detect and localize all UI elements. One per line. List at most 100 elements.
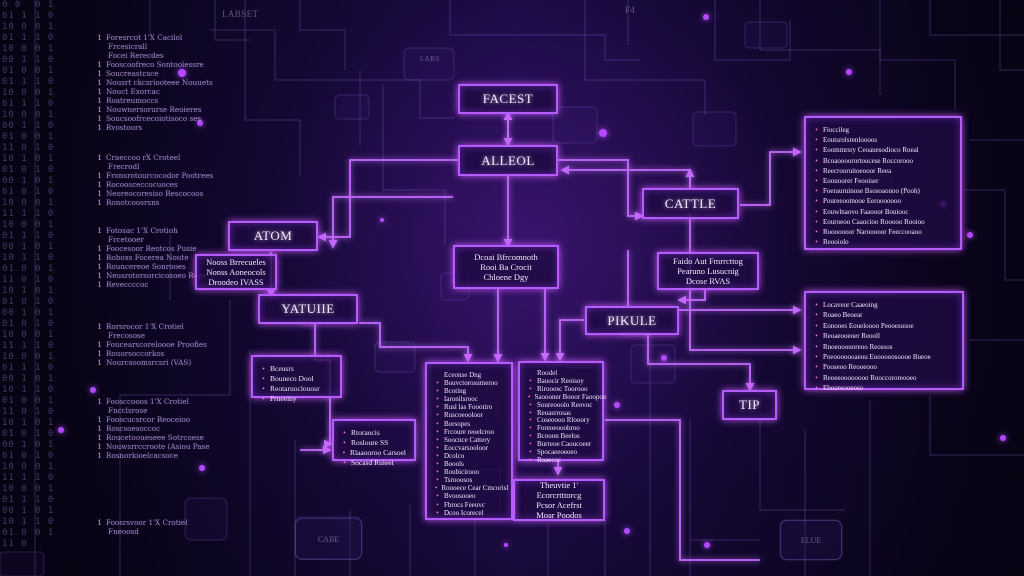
list-title: Roodel bbox=[537, 369, 558, 377]
side-note-row: Fncclsrose bbox=[108, 406, 148, 415]
list-item: •Fbrocs Feeuvc bbox=[436, 500, 486, 509]
list-item: •Eoutsrolsrenloooos bbox=[815, 136, 878, 145]
list-item: •Rusl las Foootiro bbox=[436, 403, 493, 412]
atom-note-box: Nooss Brrecueles Nonss Aoneocols Droodeo… bbox=[195, 254, 277, 290]
list-item: •Iaronilsrooc bbox=[436, 395, 478, 404]
list-item: •Poeooooooaeou Eoooooosoooe Bueoe bbox=[815, 353, 931, 362]
list-item: •Rosloure SS bbox=[343, 438, 389, 447]
left-small-list-box: •Bceusrs •Bouneco Dool •Reotaruoclouosr … bbox=[251, 355, 342, 403]
list-item: •Reoeeoooooooo Rooccororeooeo bbox=[815, 373, 917, 382]
list-item: •Foerauruinose Bsosoaouoo (Pooh) bbox=[815, 187, 920, 196]
list-item: •Bouvctorosumeroo bbox=[436, 379, 498, 388]
list-item: •Bcooon Beelos bbox=[529, 432, 580, 441]
list-heading: •Locaveor Caaeoing bbox=[815, 301, 878, 309]
pikule-node: PIKULE bbox=[585, 306, 679, 335]
faint-top-left-label: LABSET bbox=[222, 9, 259, 19]
list-item: •Coseoooo Rlooory bbox=[529, 416, 590, 425]
list-title: Eceonse Dng bbox=[444, 371, 482, 379]
faint-circuit-lines bbox=[34, 0, 1024, 576]
side-note-row: Frcetooer bbox=[108, 235, 144, 244]
glowing-circuit-nodes bbox=[58, 14, 1006, 548]
list-item: •Pooseoo Reooeooo bbox=[815, 363, 877, 372]
list-item: •Bvoosooeo bbox=[436, 492, 476, 501]
list-heading: •Bceusrs bbox=[262, 364, 294, 373]
list-item: •Eoouoorer Feooiser bbox=[815, 177, 879, 186]
bottom-note-box: Theuvtie 1' Ecorcrtttorcg Pcsor Acefrst … bbox=[513, 479, 605, 521]
side-note-row: Fneoosd bbox=[108, 527, 139, 536]
center-left-list-box: Eceonse Dng •Bouvctorosumeroo •Bcoting •… bbox=[425, 362, 513, 520]
list-item: •Bouneco Dool bbox=[262, 374, 314, 383]
list-item: •Ruscoeooloor bbox=[436, 411, 483, 420]
list-item: •Reooiolo bbox=[815, 238, 849, 247]
list-item: •Rirooosc Toorooo bbox=[529, 384, 588, 393]
list-item: •Roubicirooo bbox=[436, 468, 479, 477]
binary-ticker-left: 0 0 01 1 10 0 01 1 10 0 00 1 01 0 01 1 1… bbox=[2, 0, 28, 549]
list-item: •Socasd Ruleet bbox=[343, 458, 394, 467]
alleol-node: ALLEOL bbox=[458, 145, 558, 176]
list-item: •Ebooreooeoso bbox=[815, 384, 864, 393]
list-item: •Eonooes Eoueloooo Peooesosoe bbox=[815, 321, 914, 330]
list-item: •Saoooner Booor Faoopoo bbox=[528, 392, 607, 401]
yature-node: YATUIIE bbox=[258, 294, 358, 324]
list-item: •Burreoe Caoucoeer bbox=[529, 440, 592, 449]
list-item: •Foreoeooobroo bbox=[529, 424, 580, 433]
list-item: •Eoccvarsooloor bbox=[436, 443, 488, 452]
list-item: •Tsrooosos bbox=[436, 476, 473, 485]
atom-node: ATOM bbox=[228, 221, 318, 251]
list-item: •Eouwlnaovo Faaooor Bouiooc bbox=[815, 207, 909, 216]
center-note-box: Dcoai Bfrcomnoth Rooi Ba Crocit Chloene … bbox=[453, 245, 559, 289]
list-item: •Reoaeooeoer Reooll bbox=[815, 332, 880, 341]
main-flow-connectors bbox=[266, 111, 802, 561]
list-item: •Prneeiny bbox=[262, 394, 297, 403]
list-item: •Soureooolo Reovoc bbox=[529, 400, 593, 409]
right-middle-list-box: •Locaveor Caaeoing •Roaeo Beoear •Eonooe… bbox=[804, 291, 964, 393]
list-item: •Reotaruoclouosr bbox=[262, 384, 320, 393]
tip-node: TIP bbox=[722, 390, 777, 420]
side-note-row: Frcesicrall bbox=[108, 42, 148, 51]
list-item: •Bcoaoooorortoucese Roccorooo bbox=[815, 156, 913, 165]
right-top-list-box: •Fioccileg •Eoutsrolsrenloooos •Eoommrsr… bbox=[804, 116, 962, 250]
list-item: •Rnoeooouoreoo Reossos bbox=[815, 342, 893, 351]
binary-ticker-right: 0 1 1 0 0 1 1 0 0 1 1 0 0 1 1 0 0 1 1 0 … bbox=[35, 0, 55, 538]
list-heading: •Fioccileg bbox=[815, 126, 850, 134]
side-note-row: Focei Rerecdes bbox=[108, 51, 164, 60]
right-note-box: Faido Aut Fmrrcttog Pearuno Lusucnig Dco… bbox=[657, 252, 759, 290]
list-item: •Bauocir Reoisoy bbox=[529, 376, 584, 385]
facest-node: FACEST bbox=[458, 84, 558, 114]
list-item: •Spocaeeoeoeo bbox=[529, 448, 578, 457]
list-item: •Eoommrsry Ceoauesodioco Roeal bbox=[815, 146, 919, 155]
side-note-row: Frecrodl bbox=[108, 162, 140, 171]
list-item: •Reecrooruitoeooor Reea bbox=[815, 166, 892, 175]
list-item: •Roooece Cear Cmcorisl bbox=[435, 484, 509, 493]
list-item: •Eouroeoo Caaocioo Rooooo Rooioo bbox=[815, 217, 925, 226]
faint-top-right-label: F4 bbox=[625, 5, 636, 15]
